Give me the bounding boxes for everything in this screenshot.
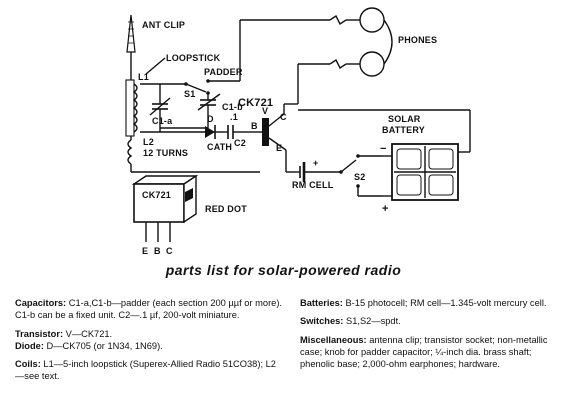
l1-label: L1 [138,72,149,82]
parts-key: Coils: [15,359,41,370]
loopstick-label: LOOPSTICK [166,53,221,63]
phones-label: PHONES [398,35,437,45]
pin-b-label: B [154,246,161,256]
c1b-label: C1-b [222,102,243,112]
plus-label: + [382,203,389,215]
red-dot-label: RED DOT [205,204,247,214]
parts-text: B-15 photocell; RM cell—1.345-volt mercu… [342,298,547,308]
battery-label: BATTERY [382,125,425,135]
capacitor-c2-icon [227,125,248,139]
phones-icon [329,7,393,77]
d-label: D [207,114,214,124]
ck721-body-label: CK721 [142,190,171,200]
cath-label: CATH [207,142,232,152]
solar-battery-icon [298,109,471,201]
antenna-clip-icon [126,14,136,70]
parts-text: L1—5-inch loopstick (Superex-Allied Radi… [15,359,276,382]
parts-list-left-column: Capacitors: C1-a,C1-b—padder (each secti… [15,297,283,389]
parts-entry-coils: Coils: L1—5-inch loopstick (Superex-Alli… [15,358,283,383]
switch-s1-icon [160,79,240,95]
transistor-package-icon [131,174,199,242]
diode-icon [205,125,228,139]
turns-label: 12 TURNS [143,148,188,158]
rm-cell-label: RM CELL [292,180,334,190]
capacitor-c1b-icon [160,93,221,129]
parts-list-title: parts list for solar-powered radio [165,262,402,278]
parts-key: Diode: [15,340,44,351]
parts-entry-miscellaneous: Miscellaneous: antenna clip; transistor … [300,334,558,371]
parts-key: Capacitors: [15,298,67,308]
s1-label: S1 [184,89,195,99]
coil-l2-icon [127,139,260,173]
parts-entry-transistor: Transistor: V—CK721. [15,328,283,340]
pin-c-label: C [166,246,173,256]
rm-cell-plus-label: + [313,158,318,168]
parts-text: antenna clip; transistor socket; non-met… [300,334,548,370]
rm-cell-icon [299,162,340,182]
parts-key: Transistor: [15,328,64,339]
transistor-icon [248,104,287,172]
padder-label: PADDER [204,67,243,77]
b-lead-label: B [251,121,258,131]
parts-text: D—CK705 (or 1N34, 1N69). [43,340,163,351]
schematic-diagram: ANT CLIP LOOPSTICK L1 C1-a S1 PADDER C1-… [125,7,471,256]
s2-label: S2 [354,172,365,182]
ck721-top-label: CK721 [238,97,273,109]
l2-label: L2 [143,137,154,147]
ant-clip-label: ANT CLIP [142,20,185,30]
parts-text: S1,S2—spdt. [343,316,401,327]
c-lead-label: C [280,112,287,122]
c1a-label: C1-a [152,116,173,126]
minus-label: − [380,143,387,155]
c2-value-label: .1 [230,112,238,122]
e-lead-label: E [276,143,282,153]
v-label: V [262,106,268,116]
parts-text: V—CK721. [63,328,113,339]
switch-s2-icon [339,154,382,197]
parts-entry-switches: Switches: S1,S2—spdt. [300,315,558,327]
parts-list-right-column: Batteries: B-15 photocell; RM cell—1.345… [300,297,558,376]
parts-key: Switches: [300,316,344,327]
parts-entry-capacitors: Capacitors: C1-a,C1-b—padder (each secti… [15,297,283,322]
parts-key: Batteries: [300,298,343,308]
c2-label: C2 [234,138,246,148]
parts-entry-batteries: Batteries: B-15 photocell; RM cell—1.345… [300,297,558,309]
coil-l1-icon [125,79,138,137]
parts-entry-diode: Diode: D—CK705 (or 1N34, 1N69). [15,340,283,352]
solar-label: SOLAR [388,114,421,124]
parts-key: Miscellaneous: [300,334,367,345]
pin-e-label: E [142,246,148,256]
parts-text: C1-a,C1-b—padder (each section 200 µµf o… [15,298,283,321]
